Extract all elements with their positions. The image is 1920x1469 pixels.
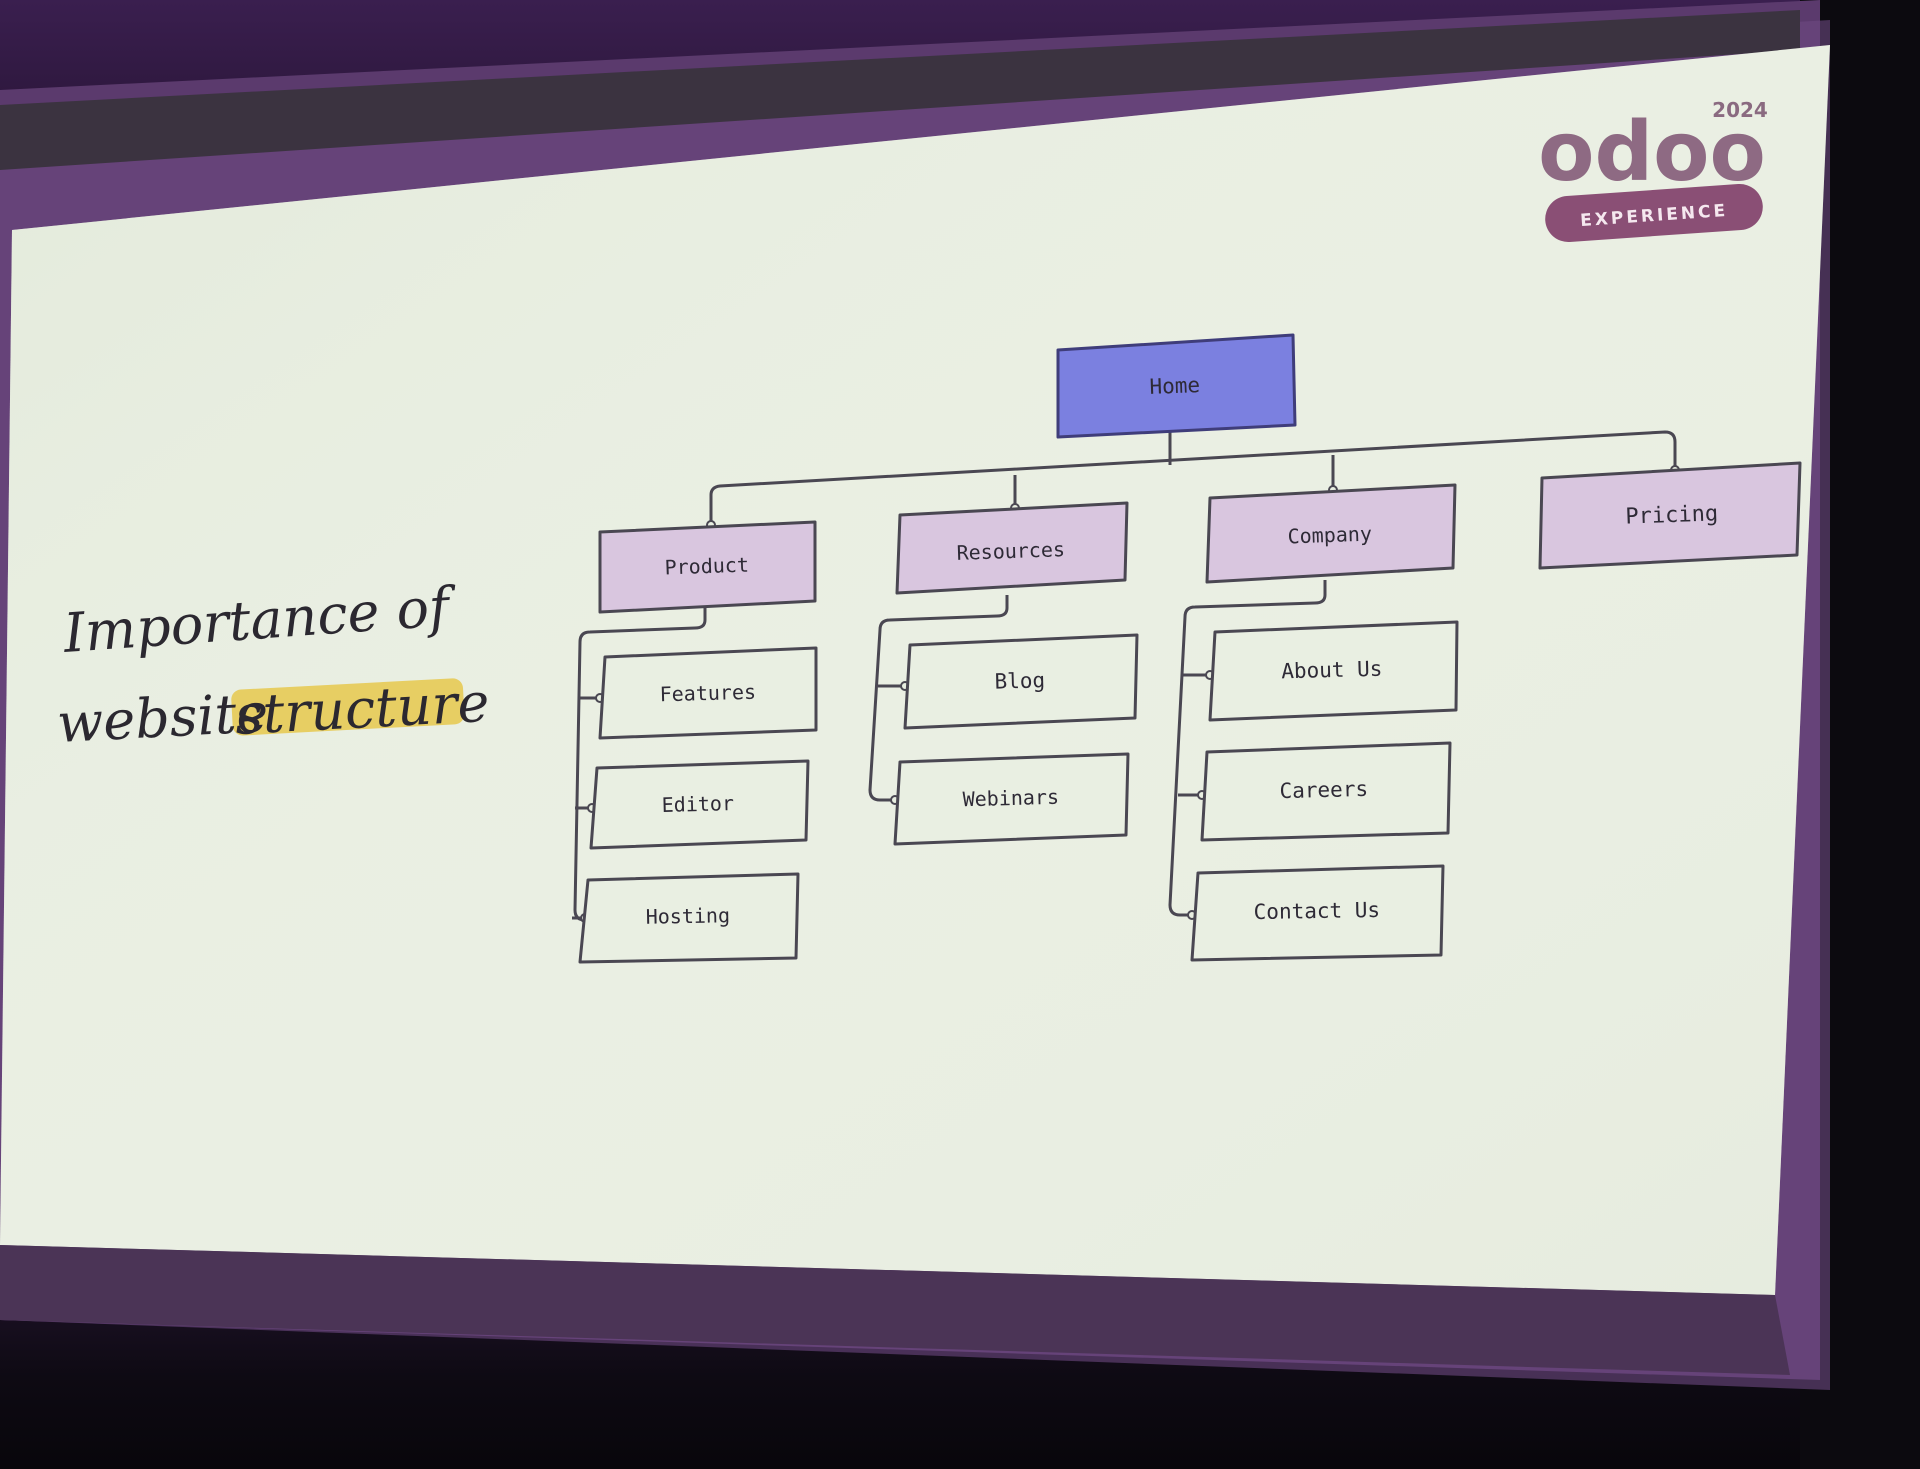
node-label-careers: Careers	[1279, 777, 1368, 803]
slide-title: Importance of website structure	[55, 575, 490, 755]
logo-year: 2024	[1712, 98, 1768, 122]
sitemap-node-about-us: About Us	[1208, 620, 1459, 722]
logo-brand: odoo	[1538, 105, 1766, 200]
connector-resources-children	[868, 595, 1009, 802]
node-label-webinars: Webinars	[962, 785, 1059, 812]
sitemap-node-contact-us: Contact Us	[1190, 864, 1445, 962]
screen-bottom-bezel	[0, 1245, 1790, 1375]
title-highlight-word: structure	[233, 671, 490, 747]
sitemap-node-company: Company	[1205, 483, 1457, 584]
node-label-about-us: About Us	[1281, 657, 1383, 684]
node-label-product: Product	[664, 553, 749, 580]
sitemap-node-editor: Editor	[589, 759, 810, 850]
node-label-hosting: Hosting	[646, 903, 731, 928]
sitemap-node-product: Product	[598, 520, 817, 614]
sitemap-node-webinars: Webinars	[893, 752, 1130, 846]
sitemap-node-blog: Blog	[903, 633, 1139, 730]
title-highlight-marker	[231, 678, 465, 736]
sitemap-node-hosting: Hosting	[578, 872, 800, 964]
node-label-resources: Resources	[956, 537, 1065, 565]
connector-company-children	[1168, 580, 1327, 917]
odoo-experience-logo: 2024 odoo EXPERIENCE	[1538, 98, 1768, 242]
sitemap-node-careers: Careers	[1200, 741, 1452, 842]
connector-main-bus	[709, 430, 1677, 525]
node-label-contact-us: Contact Us	[1253, 898, 1380, 924]
node-label-blog: Blog	[994, 668, 1045, 693]
title-line-2-prefix: website	[55, 681, 269, 755]
node-label-company: Company	[1287, 522, 1372, 549]
sitemap-node-pricing: Pricing	[1538, 461, 1802, 570]
sitemap-node-resources: Resources	[895, 501, 1129, 595]
node-label-features: Features	[659, 680, 756, 707]
node-label-home: Home	[1149, 373, 1200, 399]
logo-badge-pill	[1545, 184, 1763, 242]
sitemap-node-features: Features	[598, 646, 818, 740]
screen-housing	[0, 10, 1800, 170]
sitemap-node-home: Home	[1056, 333, 1297, 439]
node-label-pricing: Pricing	[1625, 501, 1719, 529]
sitemap-connectors	[572, 430, 1677, 922]
node-label-editor: Editor	[661, 791, 734, 817]
